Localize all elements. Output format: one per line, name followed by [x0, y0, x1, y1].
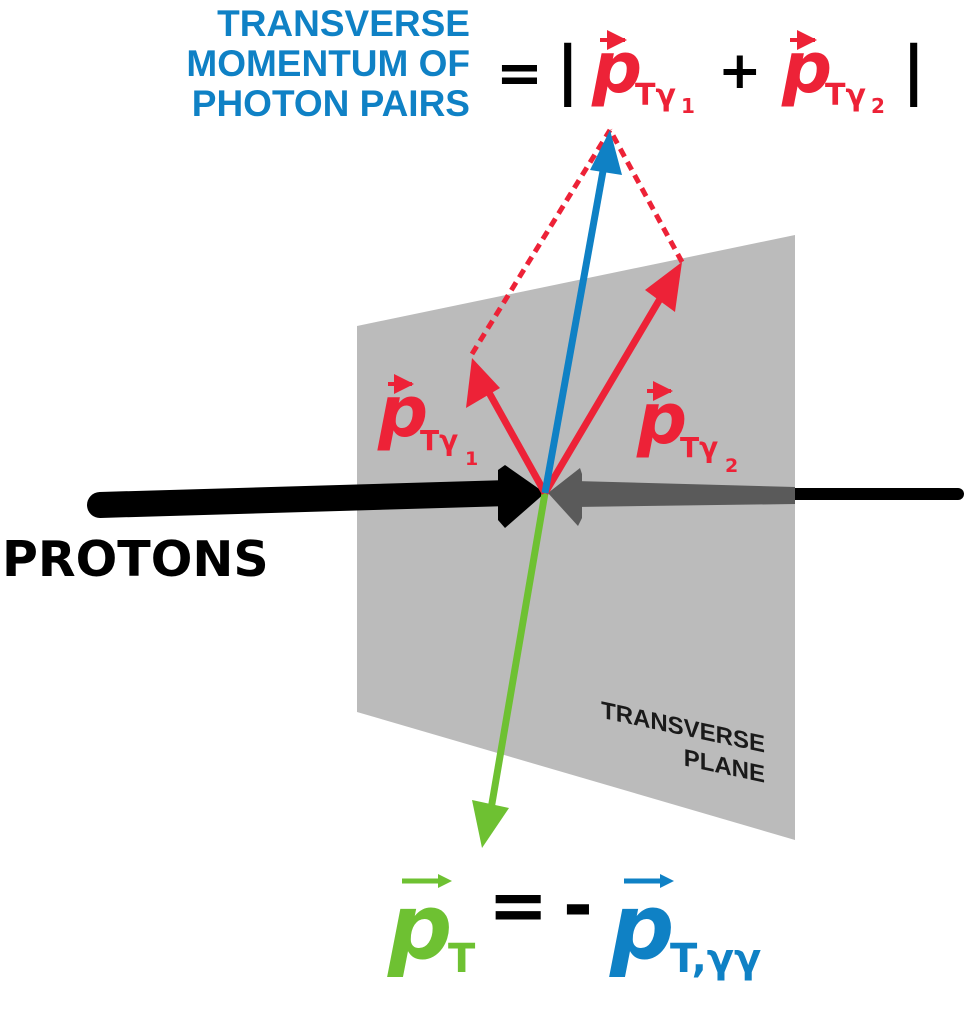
term-subsub: 1: [681, 94, 695, 118]
label-subsub: 2: [725, 455, 738, 477]
photon1-label: p Tγ 1: [377, 371, 478, 470]
transverse-plane: [357, 235, 795, 840]
proton-beam-left: [87, 465, 545, 528]
footer-equals: =: [488, 863, 548, 947]
protons-label: PROTONS: [2, 531, 269, 588]
header-label: TRANSVERSE MOMENTUM OF PHOTON PAIRS: [186, 3, 470, 124]
term-sub: Tγ: [635, 78, 676, 113]
vector-arrowhead: [438, 874, 452, 888]
label-symbol: p: [377, 371, 428, 453]
footer-rhs-symbol: p: [609, 875, 674, 980]
header-line-3: PHOTON PAIRS: [192, 83, 470, 124]
footer-lhs-sub: T: [448, 936, 476, 982]
header-plus: +: [718, 41, 762, 101]
photon1-arrow: [466, 358, 549, 495]
header-line-1: TRANSVERSE: [217, 3, 470, 44]
dashed-edge-photon2: [607, 128, 685, 264]
term-sub: Tγ: [825, 78, 866, 113]
header-term-photon1: p Tγ 1: [591, 27, 695, 118]
header-equals: =: [496, 41, 543, 106]
missing-pt-arrow: [472, 492, 549, 848]
label-symbol: p: [636, 378, 687, 460]
photon2-label: p Tγ 2: [636, 378, 738, 477]
header-line-2: MOMENTUM OF: [186, 43, 470, 84]
header-bar-right: |: [902, 34, 925, 108]
footer-minus: -: [563, 863, 593, 947]
header-term-photon2: p Tγ 2: [781, 27, 885, 118]
footer-lhs: p T: [387, 874, 476, 982]
footer-lhs-symbol: p: [387, 875, 452, 980]
term-symbol: p: [781, 27, 832, 109]
term-subsub: 2: [871, 94, 885, 118]
diphoton-arrow: [541, 130, 622, 494]
label-subsub: 1: [465, 448, 478, 470]
photon2-arrow: [541, 262, 682, 495]
footer-rhs: p T,γγ: [609, 874, 761, 982]
footer-rhs-sub: T,γγ: [670, 936, 761, 982]
proton-beam-right: [548, 468, 964, 526]
term-symbol: p: [591, 27, 642, 109]
label-sub: Tγ: [420, 424, 458, 457]
label-sub: Tγ: [680, 431, 718, 464]
vector-arrowhead: [660, 874, 674, 888]
header-bar-left: |: [556, 34, 579, 108]
